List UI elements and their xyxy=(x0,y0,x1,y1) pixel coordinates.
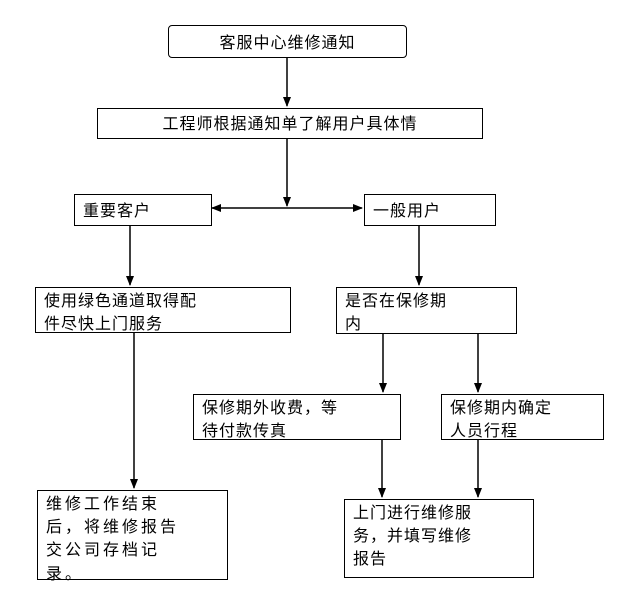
out-of-warranty-node: 保修期外收费，等 待付款传真 xyxy=(193,394,401,440)
green-channel-node: 使用绿色通道取得配 件尽快上门服务 xyxy=(35,287,291,333)
finish-report-node: 维修工作结束 后，将维修报告 交公司存档记 录。 xyxy=(37,490,228,583)
in-warranty-check-node: 是否在保修期 内 xyxy=(336,287,517,334)
start-node: 客服中心维修通知 xyxy=(168,25,407,58)
engineer-node: 工程师根据通知单了解用户具体情 xyxy=(97,108,483,139)
onsite-service-node: 上门进行维修服 务，并填写维修 报告 xyxy=(344,499,534,578)
general-user-node: 一般用户 xyxy=(364,194,496,226)
in-warranty-node: 保修期内确定 人员行程 xyxy=(441,394,604,440)
important-customer-node: 重要客户 xyxy=(74,194,212,226)
